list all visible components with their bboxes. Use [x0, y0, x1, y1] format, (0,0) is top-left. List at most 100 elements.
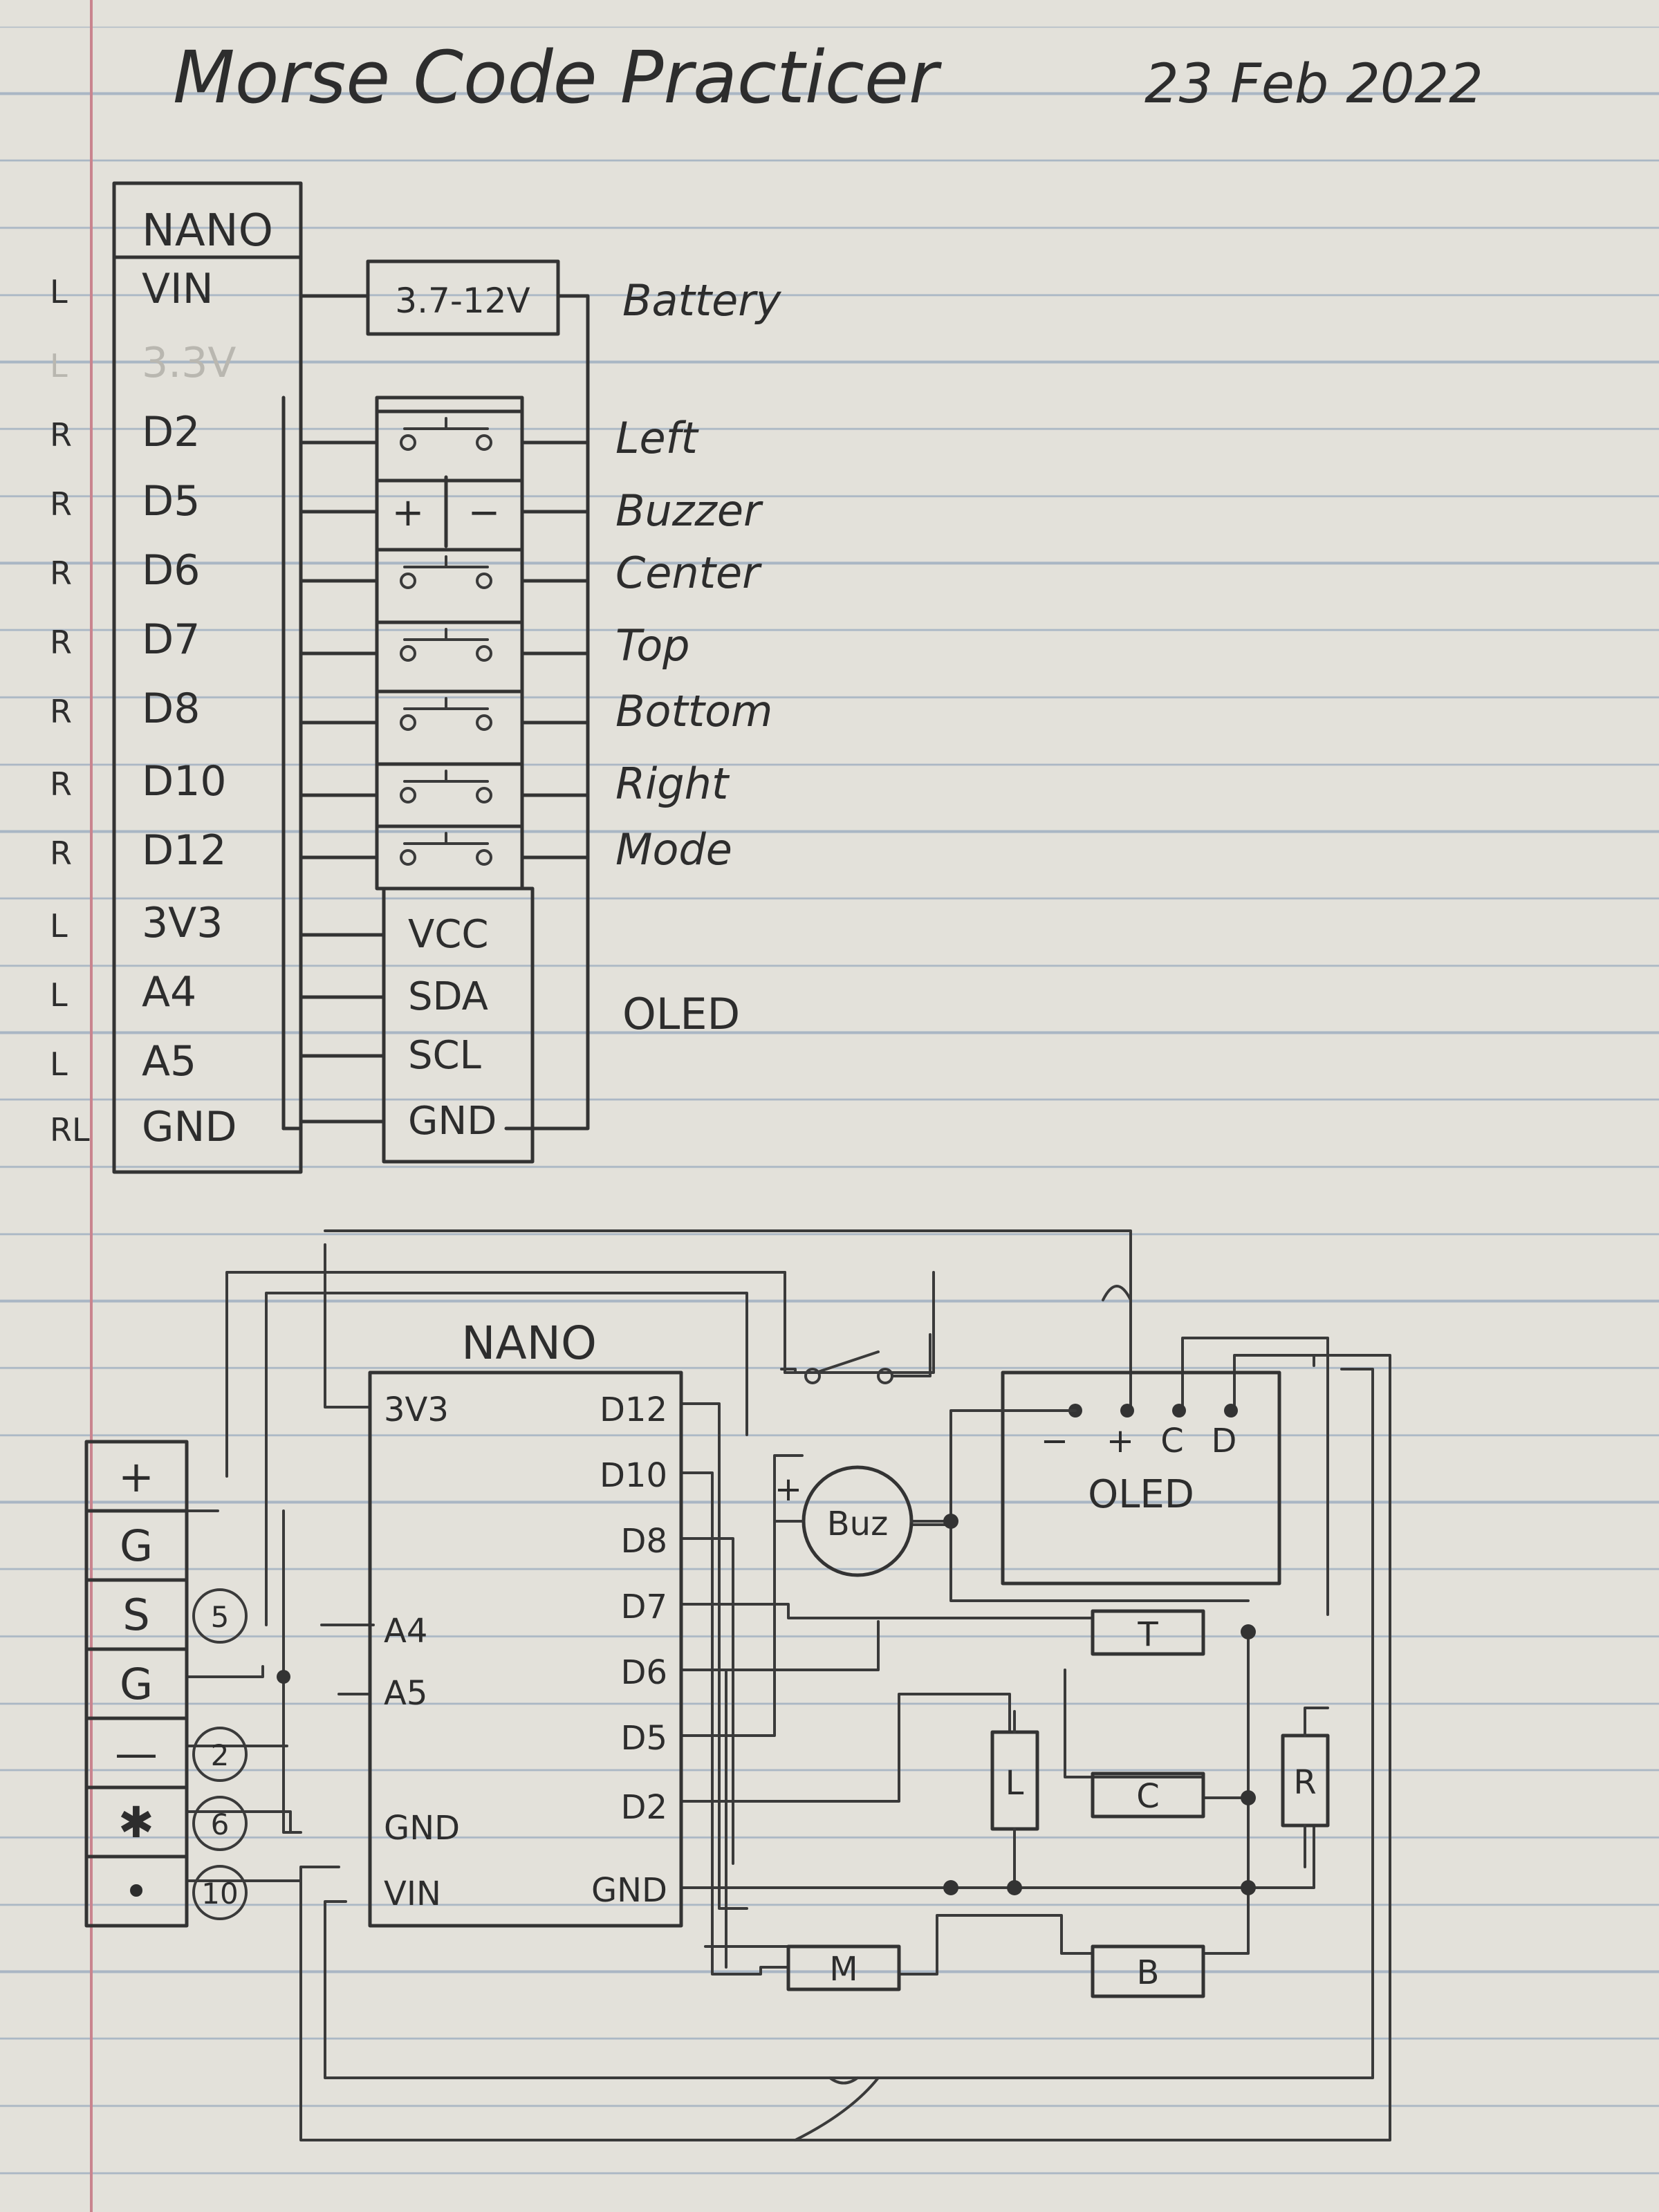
button-column-frame [375, 396, 524, 891]
nano-right-pin: D8 [621, 1522, 668, 1561]
button-top [1091, 1609, 1205, 1656]
margin-line [90, 0, 93, 2212]
battery-voltage: 3.7-12V [395, 281, 530, 321]
connector-number-circle [192, 1727, 248, 1782]
pin-name: D2 [142, 408, 200, 456]
connector-number-circle [192, 1588, 248, 1644]
oled-pin: SCL [408, 1033, 481, 1078]
nano-right-pin: D6 [621, 1653, 668, 1692]
button-mode [786, 1944, 901, 1991]
oled-module-pin: − [1041, 1422, 1068, 1460]
button-top-label: T [1137, 1615, 1158, 1654]
nano-right-pin: D10 [600, 1456, 667, 1495]
mode-switch [780, 1333, 932, 1384]
nano-right-pin: D12 [600, 1391, 667, 1429]
nano-right-pin: GND [591, 1871, 667, 1910]
page-title: Morse Code Practicer [173, 35, 943, 120]
pin-side-label: L [50, 1045, 68, 1083]
component-label: Right [615, 759, 730, 809]
nano-left-pin: A5 [384, 1674, 427, 1713]
pin-name: D6 [142, 546, 200, 595]
pin-name: D5 [142, 477, 200, 526]
component-label: Mode [615, 824, 732, 875]
connector-symbol: + [118, 1451, 154, 1502]
connector-symbol: — [115, 1728, 158, 1778]
nano-right-pin: D5 [621, 1719, 668, 1758]
button-center [1091, 1772, 1205, 1819]
nano-right-pin: D7 [621, 1588, 668, 1626]
button-left-label: L [1005, 1764, 1024, 1803]
pin-side-label: R [50, 624, 72, 661]
connector-symbol: S [122, 1590, 149, 1640]
pin-side-label: R [50, 693, 72, 730]
schematic-buttons: T L C R M B [786, 1609, 1330, 1998]
connector-number: 5 [211, 1600, 230, 1634]
nano-left-pin: GND [384, 1809, 460, 1848]
pin-side-label: R [50, 765, 72, 803]
pin-name: GND [142, 1103, 237, 1151]
pin-side-label: L [50, 273, 68, 310]
nano-left-pin: A4 [384, 1612, 427, 1651]
battery-label: Battery [622, 275, 782, 326]
oled-module [1001, 1370, 1281, 1586]
oled-label: OLED [622, 989, 740, 1039]
connector-symbol: G [120, 1521, 153, 1571]
nano-left-pin: VIN [384, 1875, 441, 1913]
connector-symbol: • [124, 1866, 149, 1917]
buzzer-minus: − [468, 490, 501, 535]
component-label: Buzzer [615, 485, 763, 536]
nano-left-pin: 3V3 [384, 1391, 449, 1429]
nano-right-pin: D2 [621, 1788, 668, 1827]
buzzer-plus: + [392, 490, 425, 535]
oled-pin: SDA [408, 974, 488, 1019]
wires [185, 1229, 1391, 2141]
pin-name: A5 [142, 1037, 196, 1086]
junctions [277, 1624, 1256, 1895]
button-mode-label: M [829, 1950, 858, 1989]
button-center-label: C [1136, 1777, 1160, 1816]
connector-number: 2 [211, 1738, 230, 1772]
pin-name: D12 [142, 826, 227, 875]
pin-side-label: L [50, 907, 68, 945]
oled-module-label: OLED [1088, 1472, 1194, 1517]
button-bottom [1091, 1944, 1205, 1998]
component-label: Top [615, 620, 690, 671]
pin-side-label: L [50, 347, 68, 384]
page-date: 23 Feb 2022 [1144, 53, 1483, 115]
buzzer-label: Buz [827, 1505, 889, 1543]
connector-number-circle [192, 1796, 248, 1851]
nano-label: NANO [461, 1317, 597, 1370]
pin-name: VIN [142, 265, 214, 313]
schematic-buzzer: Buz + [773, 1465, 958, 1577]
oled-module-pin: + [1106, 1422, 1134, 1460]
pin-name: D10 [142, 757, 227, 806]
component-label: Left [615, 413, 700, 463]
battery-block: 3.7-12V Battery [299, 259, 782, 1131]
component-label: Center [615, 548, 762, 598]
connector-symbol: ✱ [118, 1797, 154, 1848]
pin-side-label: L [50, 976, 68, 1014]
pin-name: D7 [142, 615, 200, 664]
pin-side-label: R [50, 555, 72, 592]
oled-module-pin: C [1160, 1422, 1184, 1460]
pin-table-header: NANO [142, 205, 273, 257]
pin-table-frame [112, 181, 303, 1174]
connector-frame [84, 1440, 189, 1928]
pin-name: 3V3 [142, 899, 223, 947]
button-right-label: R [1293, 1763, 1316, 1802]
pin-name: D8 [142, 685, 200, 733]
button-bottom-label: B [1137, 1953, 1160, 1992]
pin-name: A4 [142, 968, 196, 1016]
oled-box [382, 886, 535, 1164]
buzzer-plus-sign: + [775, 1470, 802, 1509]
nano-board [368, 1370, 683, 1928]
pin-side-label: RL [50, 1111, 90, 1149]
oled-pin: VCC [408, 912, 489, 957]
